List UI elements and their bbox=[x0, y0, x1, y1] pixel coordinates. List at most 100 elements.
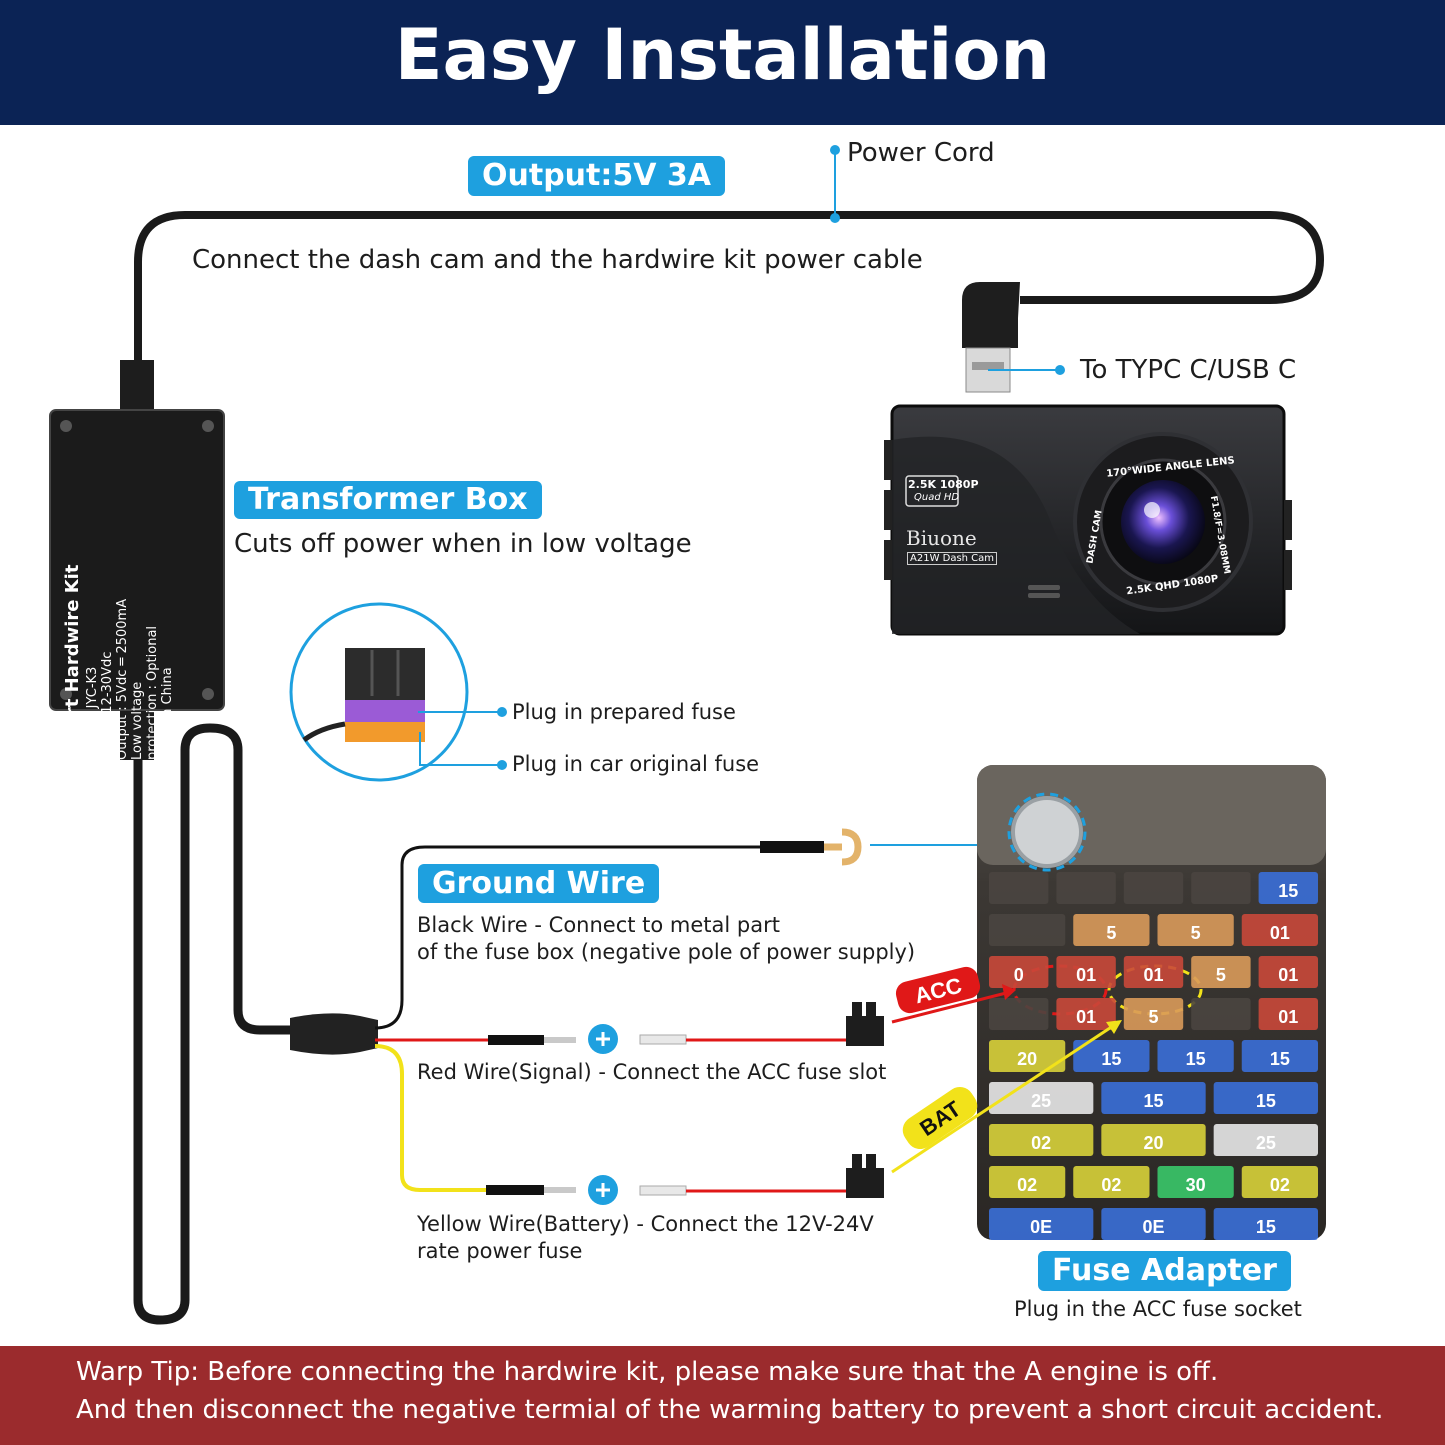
bat-tag: BAT bbox=[902, 1086, 978, 1150]
fuse-tap-bat bbox=[846, 1154, 884, 1198]
fuse-slot bbox=[1073, 1166, 1150, 1198]
fuse-slot-label: 0 bbox=[1014, 965, 1024, 985]
fuse-slot bbox=[1157, 914, 1234, 946]
fuse-slot-label: 01 bbox=[1076, 1007, 1096, 1027]
fuse-slot-label: 25 bbox=[1256, 1133, 1276, 1153]
plus-mark-red bbox=[596, 1032, 610, 1046]
fuse-slot-label: 5 bbox=[1148, 1007, 1158, 1027]
prepared-fuse-dot bbox=[497, 707, 507, 717]
fuse-slot-label: 5 bbox=[1106, 923, 1116, 943]
fuse-slot-label: 02 bbox=[1270, 1175, 1290, 1195]
dashcam-brand: Biuone bbox=[906, 526, 977, 550]
box-output: Output : 5Vdc ═ 2500mA bbox=[115, 598, 130, 760]
box-model: Model : JYC-K3 bbox=[85, 666, 100, 760]
box-protection: protection : Optional bbox=[145, 625, 160, 760]
fuse-slot-label: 30 bbox=[1186, 1175, 1206, 1195]
fuse-slot-label: 01 bbox=[1278, 965, 1298, 985]
usb-c-plug bbox=[962, 282, 1020, 393]
fuse-slot bbox=[1241, 1166, 1318, 1198]
black-wire bbox=[374, 845, 760, 1030]
fuse-slot bbox=[1258, 872, 1318, 904]
power-cord-dot bbox=[830, 145, 840, 155]
fuse-slot bbox=[1241, 914, 1318, 946]
yellow-wire-sleeve bbox=[486, 1185, 544, 1195]
fuse-slot bbox=[989, 956, 1049, 988]
dashcam-badge-bottom: Quad HD bbox=[914, 492, 960, 503]
transformer-box-label: Smart Hardwire Kit Model : JYC-K3 Input … bbox=[62, 480, 212, 760]
dashcam-model: A21W Dash Cam bbox=[907, 552, 998, 565]
fuse-slot-label: 0E bbox=[1142, 1217, 1164, 1237]
box-input: Input : 12-30Vdc bbox=[100, 651, 115, 760]
fuse-slot bbox=[1241, 1040, 1318, 1072]
power-cord-label: Power Cord bbox=[847, 138, 995, 168]
fuse-slot-label: 01 bbox=[1278, 1007, 1298, 1027]
fuse-tap-acc bbox=[846, 1002, 884, 1046]
fuse-slot-label: 02 bbox=[1031, 1133, 1051, 1153]
fuse-slot-label: 02 bbox=[1101, 1175, 1121, 1195]
box-title: Smart Hardwire Kit bbox=[62, 564, 83, 760]
fuse-slot bbox=[1191, 872, 1251, 904]
acc-arrow-head bbox=[1002, 984, 1016, 1000]
fuse-slot-label: 20 bbox=[1017, 1049, 1037, 1069]
fuse-slot bbox=[1073, 1040, 1150, 1072]
power-cable bbox=[134, 211, 1325, 365]
bat-arrow bbox=[891, 1022, 1117, 1174]
fuse-slot bbox=[1258, 956, 1318, 988]
fuse-slot-label: 0E bbox=[1030, 1217, 1052, 1237]
output-badge: Output:5V 3A bbox=[468, 156, 725, 196]
transformer-badge: Transformer Box bbox=[234, 481, 542, 519]
fuse-slot bbox=[1101, 1082, 1206, 1114]
page-title: Easy Installation bbox=[394, 14, 1051, 96]
ring-terminal bbox=[824, 828, 862, 866]
fuse-slot bbox=[989, 872, 1049, 904]
fuse-slot bbox=[1157, 1040, 1234, 1072]
fuse-slot bbox=[989, 914, 1066, 946]
acc-tag-text: ACC bbox=[912, 973, 964, 1009]
fuse-slot bbox=[1213, 1208, 1318, 1240]
red-wire-caption: Red Wire(Signal) - Connect the ACC fuse … bbox=[417, 1060, 887, 1084]
fuse-slot-label: 25 bbox=[1031, 1091, 1051, 1111]
box-origin: Made in China bbox=[160, 667, 175, 760]
fuse-slot-label: 02 bbox=[1017, 1175, 1037, 1195]
fuse-slot-label: 15 bbox=[1256, 1091, 1276, 1111]
fuse-slot bbox=[1258, 998, 1318, 1030]
power-cord-dot-bottom bbox=[830, 213, 840, 223]
fuse-slot bbox=[1073, 914, 1150, 946]
fuse-slot-label: 01 bbox=[1143, 965, 1163, 985]
black-wire-sleeve bbox=[760, 841, 824, 853]
footer-tip-line-2: And then disconnect the negative termial… bbox=[76, 1395, 1384, 1425]
fuse-slot bbox=[989, 998, 1049, 1030]
red-wire-sleeve bbox=[488, 1035, 544, 1045]
header-banner bbox=[0, 0, 1445, 125]
fuse-adapter-caption: Plug in the ACC fuse socket bbox=[1014, 1297, 1302, 1321]
ground-badge: Ground Wire bbox=[418, 864, 660, 903]
yellow-wire-connector bbox=[639, 1185, 687, 1196]
ground-caption-1: Black Wire - Connect to metal part bbox=[417, 913, 780, 937]
transformer-caption: Cuts off power when in low voltage bbox=[234, 529, 692, 559]
original-fuse-leader bbox=[419, 732, 500, 766]
acc-tag: ACC bbox=[895, 966, 981, 1014]
fuse-slot bbox=[989, 1040, 1066, 1072]
fuse-slot bbox=[1213, 1082, 1318, 1114]
fuse-slot bbox=[1213, 1124, 1318, 1156]
yellow-wire-caption-2: rate power fuse bbox=[417, 1239, 583, 1263]
original-fuse-dot bbox=[497, 760, 507, 770]
fuse-slot-label: 20 bbox=[1143, 1133, 1163, 1153]
fuse-slot bbox=[1123, 998, 1184, 1030]
cable-caption: Connect the dash cam and the hardwire ki… bbox=[192, 245, 923, 275]
footer-tip-line-1: Warp Tip: Before connecting the hardwire… bbox=[76, 1357, 1219, 1387]
fuse-slot bbox=[1056, 998, 1116, 1030]
red-wire-pin bbox=[544, 1037, 576, 1043]
fuse-slot-label: 5 bbox=[1191, 923, 1201, 943]
fuse-slot bbox=[1191, 998, 1251, 1030]
fuse-slot bbox=[1101, 1208, 1206, 1240]
bat-arrow-head bbox=[1106, 1020, 1122, 1034]
dash-cam bbox=[884, 404, 1292, 636]
fuse-slot bbox=[1123, 956, 1184, 988]
original-fuse-label: Plug in car original fuse bbox=[512, 752, 760, 776]
fuse-adapter-badge: Fuse Adapter bbox=[1038, 1251, 1291, 1291]
fuse-slot bbox=[989, 1208, 1094, 1240]
fuse-slot bbox=[1056, 872, 1116, 904]
